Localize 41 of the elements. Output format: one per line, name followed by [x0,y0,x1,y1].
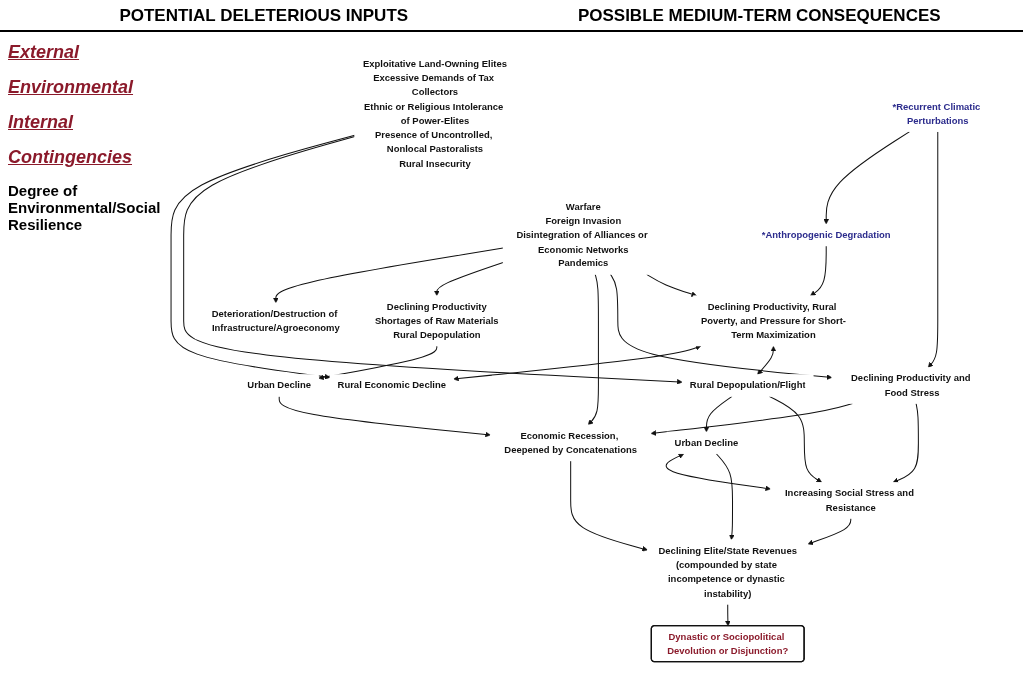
node-text: Deterioration/Destruction of Infrastructure/Agroeconomy [211,308,340,334]
node-text: Declining Productivity and Food Stress [851,372,971,398]
arrow [453,345,702,382]
arrow [183,136,683,385]
arrow [273,247,504,304]
node-text: Urban Decline [674,437,739,448]
category-heading: Internal [8,112,73,133]
node-text: Economic Recession, Deepened by Concatenations [504,430,637,456]
node-text: Declining Elite/State Revenues (compounded by state incompetence or dynastic instability) [658,545,797,599]
arrow [278,395,491,438]
arrow [810,245,827,297]
node-text: Exploitative Land-Owning Elites Excessive Demands of Tax Collectors Ethnic or Religious Intolerance of Power-Elites Presence of Uncontrolled, Nonlocal Pastoralists Rural Insecurity [362,58,508,169]
column-heading: POTENTIAL DELETERIOUS INPUTS [118,6,410,26]
node-text: Declining Productivity Shortages of Raw Materials Rural Depopulation [374,301,499,341]
arrow [715,453,735,541]
category-heading: External [8,42,80,63]
node-text: Declining Productivity, Rural Poverty, and Pressure for Short-Term Maximization [700,301,846,341]
arrow [725,603,731,627]
arrow [587,273,599,426]
arrow [665,453,771,492]
arrow [570,460,648,552]
node-text: Rural Economic Decline [337,379,446,391]
category-heading: Environmental [8,77,134,98]
node-text: *Anthropogenic Degradation [761,229,891,241]
arrow [646,273,697,298]
category-heading: Contingencies [8,147,132,168]
column-heading: POSSIBLE MEDIUM-TERM CONSEQUENCES [576,6,942,26]
arrow [768,395,822,483]
arrow [823,131,911,225]
node-text: Increasing Social Stress and Resistance [784,487,914,513]
node-text: *Recurrent Climatic Perturbations [892,100,981,126]
arrow [703,395,733,433]
arrow [927,131,939,368]
node-text: Warfare Foreign Invasion Disintegration of Alliances or Economic Networks Pandemics [516,200,648,269]
arrow [434,262,504,297]
arrow [318,345,438,381]
arrow [892,403,919,484]
arrow [757,346,777,375]
note-text: Degree of Environmental/Social Resilience [8,182,161,233]
arrow [609,273,833,381]
arrow [807,518,852,546]
